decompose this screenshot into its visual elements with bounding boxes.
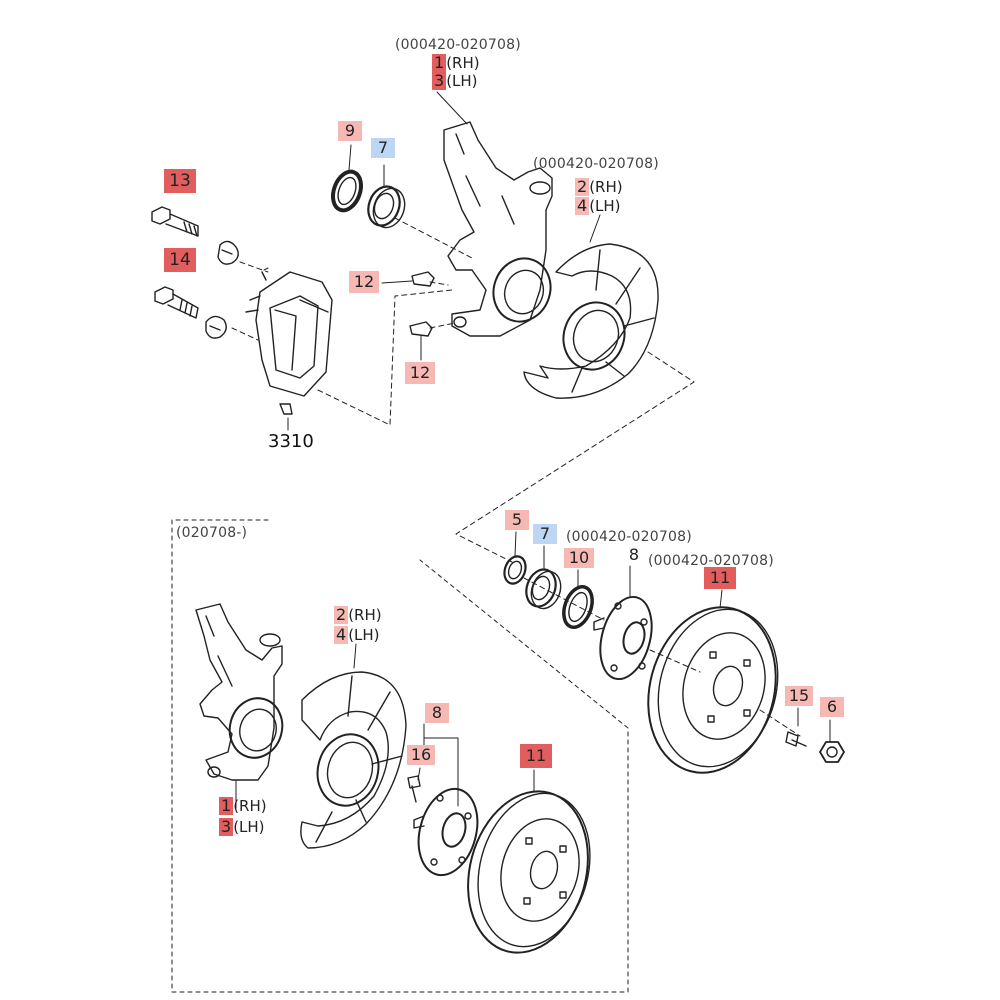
- callout-disc-11-box: 11: [520, 744, 552, 768]
- clip-12-drawing: [409, 271, 435, 337]
- side-rh-plate-top: (RH): [589, 178, 623, 196]
- bearing-7-top-drawing: [367, 185, 406, 229]
- callout-plate-lh-top: 4(LH): [575, 197, 621, 215]
- side-rh-plate-box: (RH): [348, 606, 382, 624]
- knuckle-box-drawing: [195, 603, 284, 781]
- callout-bolt-14: 14: [164, 248, 196, 272]
- stud-15-drawing: [785, 731, 807, 747]
- callout-seal-5: 5: [505, 510, 529, 530]
- disc-11-box-drawing: [467, 790, 591, 954]
- leader-lines-mid: [514, 531, 831, 743]
- callout-hub-8-mid: 8: [622, 545, 646, 565]
- badge-5: 5: [505, 510, 529, 530]
- badge-7-top: 7: [371, 138, 395, 158]
- badge-12-lower: 12: [405, 362, 435, 384]
- knuckle-top-drawing: [443, 121, 553, 337]
- callout-plate-rh-top: 2(RH): [575, 178, 623, 196]
- mid-date-range-2: (000420-020708): [648, 553, 774, 569]
- callout-stud-15: 15: [785, 686, 813, 706]
- badge-12-upper: 12: [349, 271, 379, 293]
- assembly-dash-lines-top: [231, 217, 695, 563]
- leader-lines-top: [287, 91, 601, 431]
- nut-6-drawing: [819, 741, 845, 763]
- side-lh-plate-top: (LH): [589, 197, 621, 215]
- callout-disc-11-mid: 11: [704, 567, 736, 589]
- badge-4-top: 4: [575, 196, 590, 215]
- badge-14: 14: [164, 248, 196, 272]
- badge-4-box: 4: [334, 625, 349, 644]
- disc-11-mid-drawing: [647, 606, 779, 774]
- stud-16-drawing: [407, 775, 421, 803]
- callout-knuckle-rh-top: 1(RH): [432, 54, 480, 72]
- callout-clip-12-upper: 12: [349, 271, 379, 293]
- side-lh-plate-box: (LH): [348, 626, 380, 644]
- badge-16: 16: [407, 745, 435, 765]
- hub-8-box-drawing: [413, 787, 479, 877]
- side-rh-box: (RH): [233, 797, 267, 815]
- badge-3-box: 3: [219, 817, 234, 836]
- side-rh-top: (RH): [446, 54, 480, 72]
- badge-11-mid: 11: [704, 567, 736, 589]
- callout-seal-9: 9: [338, 121, 362, 141]
- bolt-14-drawing: [154, 286, 227, 339]
- badge-7-mid: 7: [533, 524, 557, 544]
- top-date-range: (000420-020708): [395, 37, 521, 53]
- callout-bearing-7-mid: 7: [533, 524, 557, 544]
- badge-1-box: 1: [219, 796, 234, 815]
- callout-knuckle-lh-box: 3(LH): [219, 818, 265, 836]
- caliper-drawing: [245, 271, 333, 415]
- badge-2-top: 2: [575, 177, 590, 196]
- leader-lines-box: [235, 643, 535, 809]
- badge-6: 6: [820, 697, 844, 717]
- side-lh-top: (LH): [446, 72, 478, 90]
- badge-8-box: 8: [425, 703, 449, 723]
- plate-date-range-top: (000420-020708): [533, 156, 659, 172]
- seal-9-drawing: [330, 169, 364, 213]
- seal-10-drawing: [562, 585, 594, 629]
- callout-bearing-7-top: 7: [371, 138, 395, 158]
- callout-nut-6: 6: [820, 697, 844, 717]
- callout-plate-lh-box: 4(LH): [334, 626, 380, 644]
- side-lh-box: (LH): [233, 818, 265, 836]
- box-date-range: (020708-): [176, 525, 248, 541]
- seal-5-drawing: [503, 555, 527, 585]
- dust-plate-top-drawing: [523, 243, 659, 399]
- variant-box-border: [171, 519, 629, 993]
- badge-1-top: 1: [432, 53, 447, 72]
- label-8-mid: 8: [628, 545, 640, 564]
- callout-clip-12-lower: 12: [405, 362, 435, 384]
- badge-13: 13: [164, 169, 196, 193]
- badge-3-top: 3: [432, 71, 447, 90]
- callout-knuckle-rh-box: 1(RH): [219, 797, 267, 815]
- callout-seal-10: 10: [564, 548, 594, 568]
- callout-stud-16: 16: [407, 745, 435, 765]
- dust-plate-box-drawing: [300, 671, 407, 849]
- badge-10: 10: [564, 548, 594, 568]
- badge-9: 9: [338, 121, 362, 141]
- badge-11-box: 11: [520, 744, 552, 768]
- callout-hub-8-box: 8: [425, 703, 449, 723]
- callout-knuckle-lh-top: 3(LH): [432, 72, 478, 90]
- badge-15: 15: [785, 686, 813, 706]
- mid-date-range-1: (000420-020708): [566, 529, 692, 545]
- bolt-13-drawing: [151, 206, 239, 265]
- bearing-7-mid-drawing: [525, 568, 562, 610]
- callout-bolt-13: 13: [164, 169, 196, 193]
- callout-plate-rh-box: 2(RH): [334, 606, 382, 624]
- hub-8-mid-drawing: [593, 595, 653, 681]
- badge-2-box: 2: [334, 605, 349, 624]
- caliper-reference: 3310: [268, 431, 314, 452]
